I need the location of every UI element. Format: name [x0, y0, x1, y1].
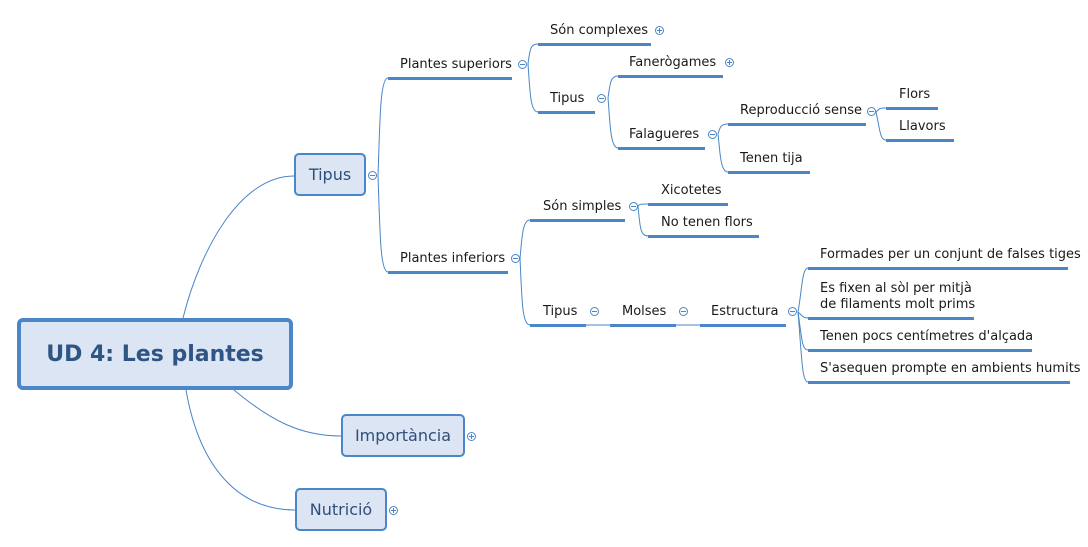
node-llavors[interactable]: Llavors — [886, 119, 954, 142]
node-label: Llavors — [899, 119, 946, 134]
node-molses[interactable]: Molses — [610, 304, 676, 327]
node-label: Tenen tija — [740, 151, 803, 166]
collapse-icon[interactable] — [788, 307, 797, 316]
collapse-icon[interactable] — [629, 202, 638, 211]
collapse-icon[interactable] — [597, 94, 606, 103]
collapse-icon[interactable] — [368, 171, 377, 180]
collapse-icon[interactable] — [867, 107, 876, 116]
node-tenen-tija[interactable]: Tenen tija — [728, 151, 810, 174]
node-label-line1: Es fixen al sòl per mitjà — [820, 281, 972, 296]
node-label: Són complexes — [550, 23, 649, 38]
collapse-icon[interactable] — [679, 307, 688, 316]
node-xicotetes[interactable]: Xicotetes — [648, 183, 728, 206]
node-label: Estructura — [711, 304, 779, 319]
branch-nutricio[interactable]: Nutrició — [295, 488, 387, 531]
node-label: Flors — [899, 87, 931, 102]
collapse-icon[interactable] — [708, 130, 717, 139]
node-centimetres[interactable]: Tenen pocs centímetres d'alçada — [808, 329, 1034, 352]
branch-tipus-label: Tipus — [308, 165, 352, 184]
node-falagueres[interactable]: Falagueres — [618, 127, 705, 150]
expand-icon[interactable] — [467, 432, 476, 441]
node-estructura[interactable]: Estructura — [700, 304, 786, 327]
node-label: Falagueres — [629, 127, 700, 142]
node-flors[interactable]: Flors — [886, 87, 938, 110]
node-label: Reproducció sense — [740, 103, 862, 118]
expand-icon[interactable] — [389, 506, 398, 515]
node-tipus-inferiors[interactable]: Tipus — [530, 304, 586, 327]
node-label: Plantes inferiors — [400, 251, 506, 266]
node-tipus-superiors[interactable]: Tipus — [538, 91, 595, 114]
node-label: S'asequen prompte en ambients humits — [820, 361, 1081, 376]
node-son-complexes[interactable]: Són complexes — [538, 23, 651, 46]
node-reproduccio[interactable]: Reproducció sense — [728, 103, 866, 126]
node-no-tenen-flors[interactable]: No tenen flors — [648, 215, 759, 238]
node-label: No tenen flors — [661, 215, 753, 230]
branch-nutricio-label: Nutrició — [309, 500, 373, 519]
collapse-icon[interactable] — [511, 254, 520, 263]
node-label-line2: de filaments molt prims — [820, 297, 976, 312]
node-label: Xicotetes — [661, 183, 722, 198]
node-faneroga[interactable]: Fanerògames — [618, 55, 723, 78]
node-son-simples[interactable]: Són simples — [530, 199, 625, 222]
collapse-icon[interactable] — [518, 60, 527, 69]
node-label: Formades per un conjunt de falses tiges — [820, 247, 1081, 262]
node-label: Tipus — [543, 304, 578, 319]
node-plantes-inferiors[interactable]: Plantes inferiors — [388, 251, 508, 274]
node-label: Tipus — [550, 91, 585, 106]
node-label: Fanerògames — [629, 55, 717, 70]
expand-icon[interactable] — [655, 26, 664, 35]
collapse-icon[interactable] — [590, 307, 599, 316]
expand-icon[interactable] — [725, 58, 734, 67]
node-label: Tenen pocs centímetres d'alçada — [820, 329, 1034, 344]
node-plantes-superiors[interactable]: Plantes superiors — [388, 57, 512, 80]
node-label: Són simples — [543, 199, 622, 214]
node-label: Molses — [622, 304, 667, 319]
node-ambients-humits[interactable]: S'asequen prompte en ambients humits — [808, 361, 1081, 384]
node-label: Plantes superiors — [400, 57, 512, 72]
central-topic-label: UD 4: Les plantes — [46, 341, 264, 367]
central-topic[interactable]: UD 4: Les plantes — [17, 318, 293, 390]
branch-tipus[interactable]: Tipus — [294, 153, 366, 196]
node-falses-tiges[interactable]: Formades per un conjunt de falses tiges — [808, 247, 1081, 270]
branch-importancia[interactable]: Importància — [341, 414, 465, 457]
node-filaments[interactable]: Es fixen al sòl per mitjà de filaments m… — [808, 281, 976, 320]
branch-importancia-label: Importància — [354, 426, 452, 445]
